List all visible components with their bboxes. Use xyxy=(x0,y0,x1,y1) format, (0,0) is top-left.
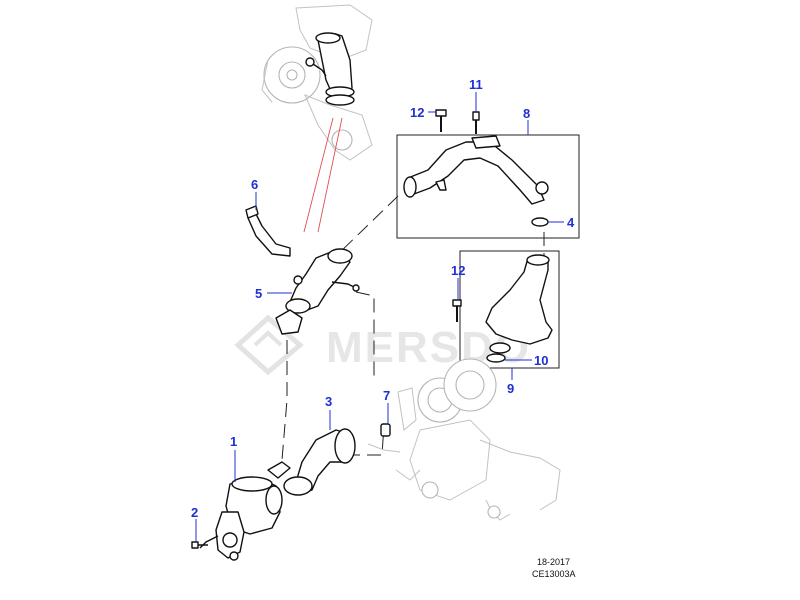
callout-5: 5 xyxy=(255,286,292,301)
part-7-clip xyxy=(380,423,391,437)
callout-11: 11 xyxy=(469,77,483,112)
callout-1: 1 xyxy=(230,434,237,482)
bolt-12-lower xyxy=(452,299,462,322)
context-turbo-assembly xyxy=(261,4,373,161)
part-5-hose xyxy=(275,248,360,335)
assembly-dash-lines xyxy=(281,195,545,461)
context-pump-housing xyxy=(367,358,561,521)
red-guide-lines xyxy=(303,117,343,233)
callout-8-label: 8 xyxy=(523,106,530,121)
bolt-12-top xyxy=(435,109,447,132)
callout-8: 8 xyxy=(523,106,530,135)
callout-11-label: 11 xyxy=(469,77,483,92)
part-9-group xyxy=(459,250,560,369)
callout-6: 6 xyxy=(251,177,258,210)
part-3-hose xyxy=(267,428,356,496)
callout-12-top-label: 12 xyxy=(410,105,424,120)
callout-12-top: 12 xyxy=(410,105,436,120)
callout-2-label: 2 xyxy=(191,505,198,520)
callout-3-label: 3 xyxy=(325,394,332,409)
callout-12-lower: 12 xyxy=(451,263,465,300)
part-9-box xyxy=(459,250,560,369)
upper-hose xyxy=(305,32,355,106)
footer-date: 18-2017 xyxy=(537,557,570,567)
callout-6-label: 6 xyxy=(251,177,258,192)
callout-1-label: 1 xyxy=(230,434,237,449)
callout-12-lower-label: 12 xyxy=(451,263,465,278)
callout-7-label: 7 xyxy=(383,388,390,403)
callout-4: 4 xyxy=(548,215,575,230)
callout-3: 3 xyxy=(325,394,332,430)
part-1-valve xyxy=(199,476,283,561)
callout-10-label: 10 xyxy=(534,353,548,368)
callout-7: 7 xyxy=(383,388,390,424)
callout-2: 2 xyxy=(191,505,198,542)
callout-5-label: 5 xyxy=(255,286,262,301)
callout-9: 9 xyxy=(507,368,514,396)
callout-4-label: 4 xyxy=(567,215,575,230)
callout-10: 10 xyxy=(505,353,548,368)
part-8-box xyxy=(396,134,580,239)
footer-reference: 18-2017 CE13003A xyxy=(532,557,576,579)
footer-code: CE13003A xyxy=(532,569,576,579)
callout-9-label: 9 xyxy=(507,381,514,396)
part-6-pipe xyxy=(245,205,291,257)
part-8-group xyxy=(396,134,580,239)
bolt-11 xyxy=(472,111,480,134)
bolt-2 xyxy=(191,541,208,549)
